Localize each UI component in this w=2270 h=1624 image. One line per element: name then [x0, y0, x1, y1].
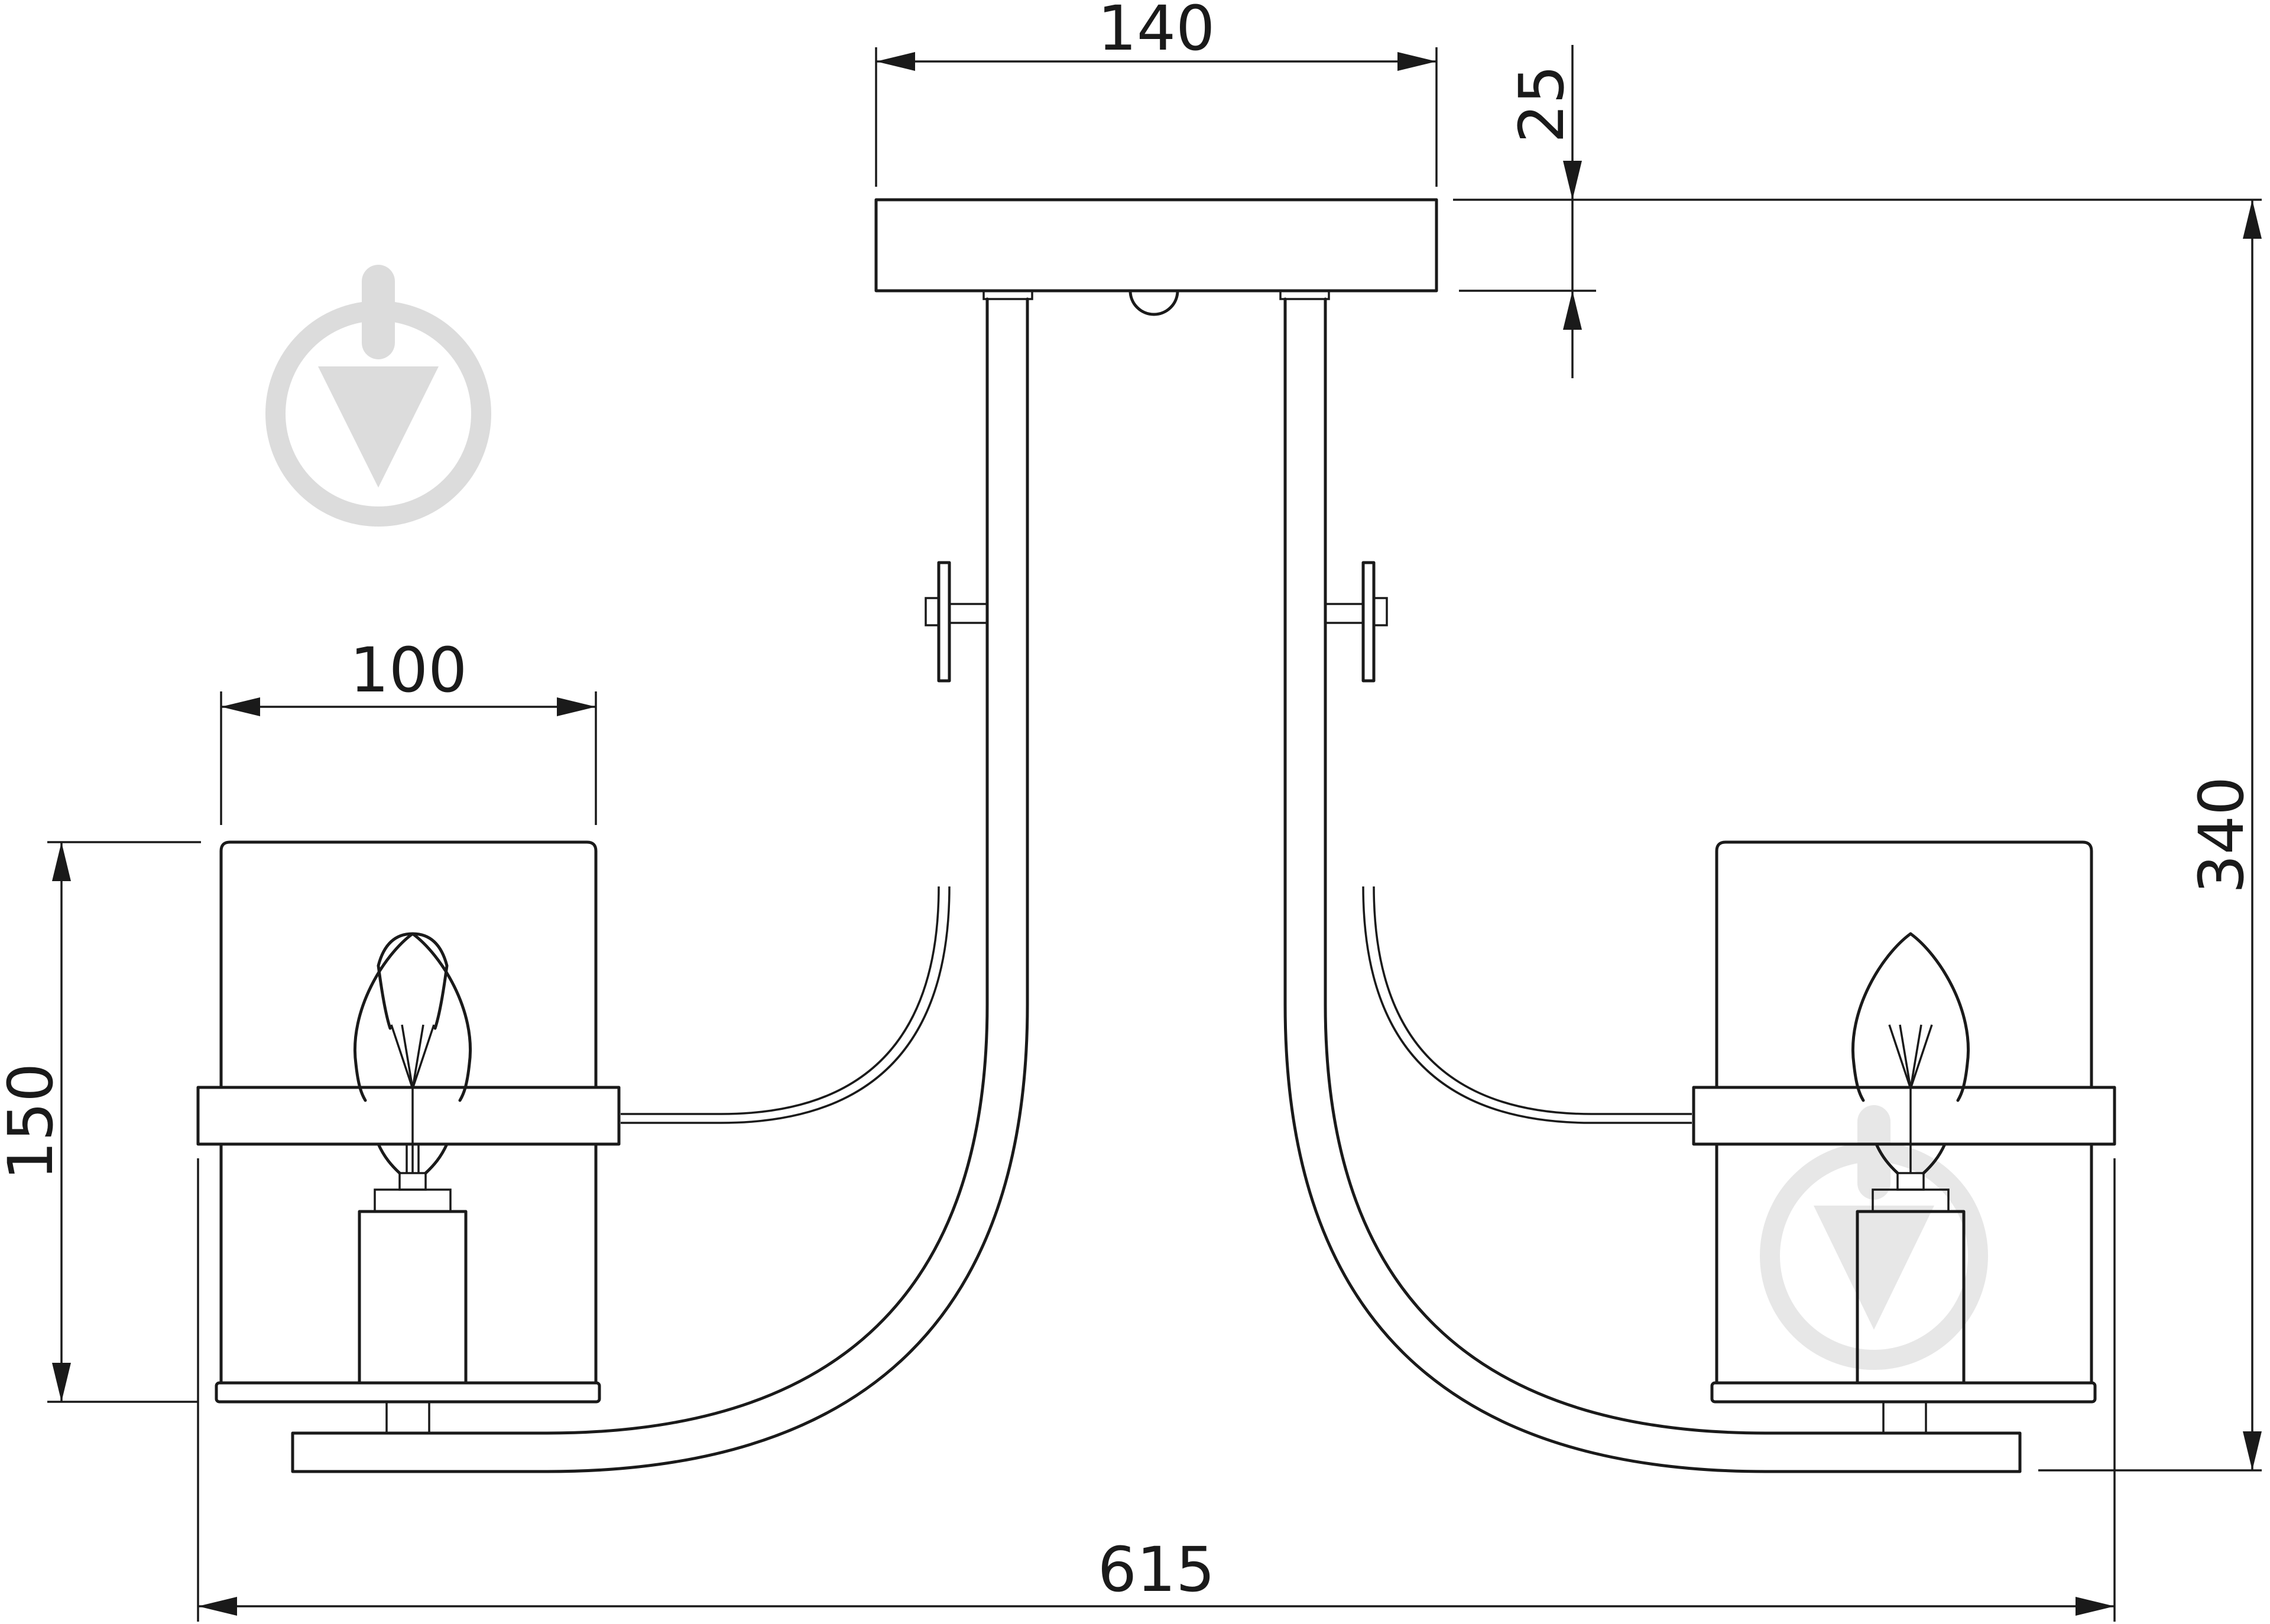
canopy-width-label: 140: [1098, 0, 1215, 64]
left-arm: [291, 297, 1029, 1473]
right-lamp-holder: [1692, 840, 2116, 1404]
dimension-canopy-height: 25: [1453, 45, 2262, 378]
left-lamp-holder: [196, 840, 621, 1404]
dimension-total-height: 340: [2038, 200, 2262, 1472]
ceiling-canopy: [874, 198, 1438, 316]
left-candle-bulb: [354, 932, 472, 1175]
shade-height-label: 150: [0, 1063, 67, 1181]
right-candle-bulb: [1851, 932, 1970, 1175]
total-width-label: 615: [1098, 1534, 1215, 1606]
watermark-logo-right: [1760, 1105, 1988, 1370]
dimension-canopy-width: 140: [875, 0, 1438, 187]
dimension-shade-width: 100: [220, 634, 597, 825]
dimension-total-width: 615: [197, 1158, 2116, 1622]
canopy-height-label: 25: [1506, 65, 1578, 143]
watermark-logo-left: [265, 265, 491, 527]
right-arm: [1283, 297, 2022, 1473]
total-height-label: 340: [2185, 777, 2258, 894]
shade-width-label: 100: [350, 634, 468, 706]
dimension-shade-height: 150: [0, 841, 201, 1403]
